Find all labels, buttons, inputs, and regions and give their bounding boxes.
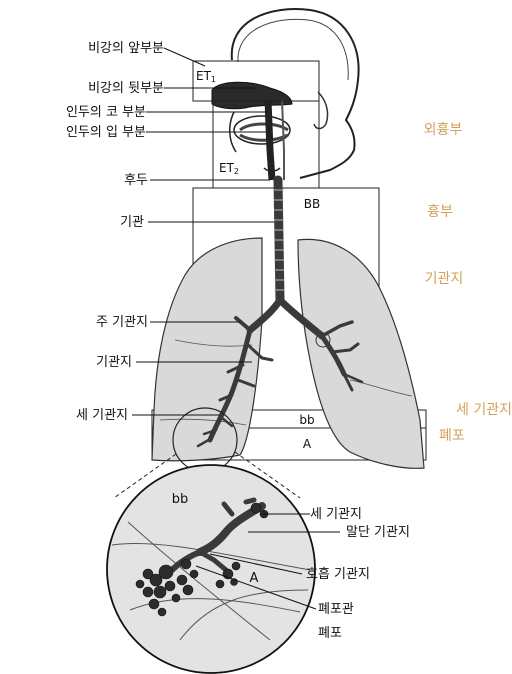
label-et1: ET1: [196, 69, 216, 84]
region-extrathoracic: 외흉부: [424, 122, 463, 138]
zoom-labels: 세 기관지 말단 기관지 호흡 기관지 폐포관 폐포: [306, 507, 410, 641]
label-bronchi: 기관지: [96, 355, 132, 370]
label-bb-lower: bb: [299, 413, 314, 427]
zoom-label-alveolar-duct: 폐포관: [318, 602, 354, 617]
label-et2: ET2: [219, 161, 239, 176]
zoom-circle: [107, 465, 315, 673]
label-a-lower: A: [303, 437, 312, 451]
region-alveolar: 폐포: [439, 428, 465, 444]
left-lung-shape: [298, 239, 424, 468]
label-oropharynx: 인두의 입 부분: [66, 125, 146, 140]
label-nasopharynx: 인두의 코 부분: [66, 105, 146, 120]
label-bb-upper: BB: [304, 197, 320, 211]
zoom-label-bronchiole: 세 기관지: [310, 507, 362, 522]
region-labels: 외흉부 흉부 기관지 세 기관지 폐포: [424, 122, 512, 444]
region-bronchial: 기관지: [425, 271, 464, 287]
zoom-label-terminal-bronchiole: 말단 기관지: [346, 525, 410, 540]
zoom-label-respiratory-bronchiole: 호흡 기관지: [306, 567, 370, 582]
label-anterior-nasal: 비강의 앞부분: [88, 41, 164, 56]
label-larynx: 후두: [124, 173, 148, 188]
lungs: [152, 238, 424, 468]
head-illustration: [212, 9, 359, 180]
left-labels: 비강의 앞부분 비강의 뒷부분 인두의 코 부분 인두의 입 부분 후두 기관 …: [66, 41, 164, 423]
label-trachea: 기관: [120, 215, 144, 230]
label-main-bronchus: 주 기관지: [96, 315, 148, 330]
region-thoracic: 흉부: [427, 204, 453, 220]
label-posterior-nasal: 비강의 뒷부분: [88, 81, 164, 96]
zoom-label-alveoli: 폐포: [318, 626, 342, 641]
label-bronchiole: 세 기관지: [76, 408, 128, 423]
label-bb-zoom: bb: [172, 492, 189, 507]
region-bronchiolar: 세 기관지: [456, 402, 512, 418]
label-a-zoom: A: [250, 571, 259, 586]
